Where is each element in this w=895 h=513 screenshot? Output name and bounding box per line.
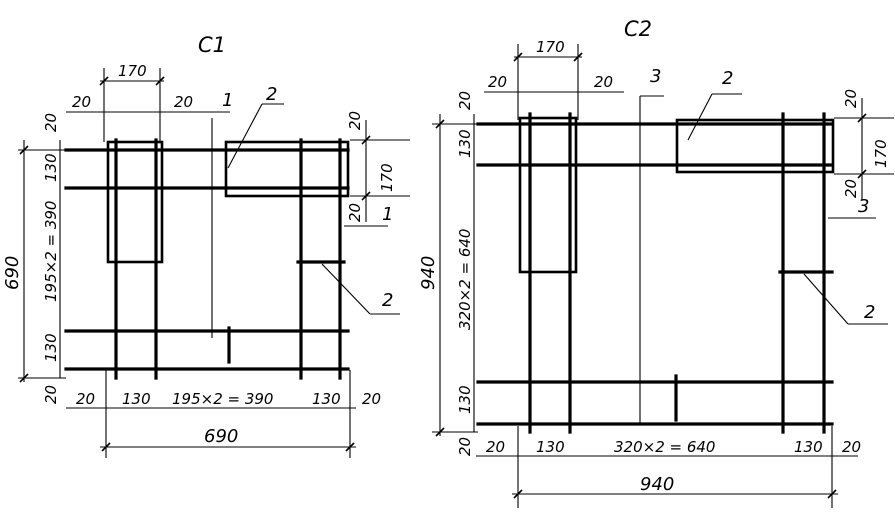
c2-bar2-horizontal (675, 118, 835, 174)
mesh-c2: C2 170 20 20 3 2 (418, 17, 894, 508)
c2-left-pitch: 320×2 = 640 (456, 229, 474, 330)
c1-leader (321, 263, 371, 315)
c2-callout-3-right: 3 (858, 196, 869, 217)
c1-leader (227, 103, 263, 169)
c1-callout-2-top: 2 (266, 84, 277, 105)
c2-tick (513, 489, 523, 499)
c2-tick (573, 52, 583, 62)
c2-callout-2-right: 2 (864, 302, 875, 323)
c2-left-bottom-bar: 130 (456, 385, 474, 414)
c1-right-top-cover: 20 (346, 111, 364, 130)
c1-left-pitch: 195×2 = 390 (42, 201, 60, 302)
c1-tick (361, 191, 371, 201)
c1-tick (19, 373, 29, 383)
c2-bottom-left-bar: 130 (536, 438, 565, 456)
c2-leader (803, 273, 849, 325)
c2-overall-height: 940 (418, 256, 439, 290)
c2-right-bottom-cover: 20 (842, 179, 860, 198)
c1-overall-height: 690 (2, 256, 23, 290)
c2-callout-3-top: 3 (650, 66, 661, 87)
c2-bottom-right-cover: 20 (842, 438, 861, 456)
c2-tick (827, 489, 837, 499)
c1-right-bottom-cover: 20 (346, 203, 364, 222)
mesh-c1: C1 170 20 20 1 2 (2, 33, 410, 458)
c1-bottom-right-bar: 130 (312, 390, 341, 408)
c1-bar2-vertical (106, 140, 164, 264)
c1-bottom-right-cover: 20 (362, 390, 381, 408)
c1-bottom-left-cover: 20 (76, 390, 95, 408)
c2-top-left-cover: 20 (488, 73, 507, 91)
c2-tick (435, 427, 445, 437)
c2-overall-width: 940 (640, 474, 674, 495)
c1-left-bottom-bar: 130 (42, 333, 60, 362)
c1-bars (64, 138, 350, 380)
c1-tick (361, 135, 371, 145)
c2-right-top-cover: 20 (842, 89, 860, 108)
c1-right-height: 170 (378, 163, 396, 192)
c2-left-top-bar: 130 (456, 129, 474, 158)
c2-bar2-vertical (518, 116, 578, 274)
c1-top-width: 170 (118, 62, 147, 80)
c2-tick (857, 113, 867, 123)
c2-bottom-pitch: 320×2 = 640 (614, 438, 715, 456)
c1-overall-width: 690 (204, 426, 238, 447)
c1-title: C1 (198, 33, 226, 57)
c1-tick (99, 76, 109, 86)
c2-left-bottom-cover: 20 (456, 437, 474, 456)
c2-bottom-left-cover: 20 (486, 438, 505, 456)
c1-bar2-horizontal (224, 140, 350, 198)
c2-title: C2 (624, 17, 652, 41)
c2-top-width: 170 (536, 38, 565, 56)
c1-tick (101, 442, 111, 452)
c2-bottom-right-bar: 130 (794, 438, 823, 456)
c2-top-right-cover: 20 (594, 73, 613, 91)
c1-left-bottom-cover: 20 (42, 385, 60, 404)
c1-callout-2-right: 2 (382, 290, 393, 311)
c1-left-top-cover: 20 (42, 113, 60, 132)
c1-left-top-bar: 130 (42, 153, 60, 182)
c1-bottom-pitch: 195×2 = 390 (172, 390, 273, 408)
c2-left-top-cover: 20 (456, 91, 474, 110)
c1-top-left-cover: 20 (72, 93, 91, 111)
c1-callout-1-right: 1 (382, 204, 393, 225)
c1-bottom-left-bar: 130 (122, 390, 151, 408)
c2-right-height: 170 (872, 139, 890, 168)
c1-tick (345, 442, 355, 452)
c2-leader (687, 93, 713, 141)
c2-tick (435, 119, 445, 129)
c2-callout-2-top: 2 (722, 68, 733, 89)
c1-callout-1-top: 1 (222, 90, 233, 111)
c2-tick (513, 52, 523, 62)
c1-tick (19, 145, 29, 155)
c1-tick (155, 76, 165, 86)
c1-top-right-cover: 20 (174, 93, 193, 111)
c2-tick (857, 169, 867, 179)
